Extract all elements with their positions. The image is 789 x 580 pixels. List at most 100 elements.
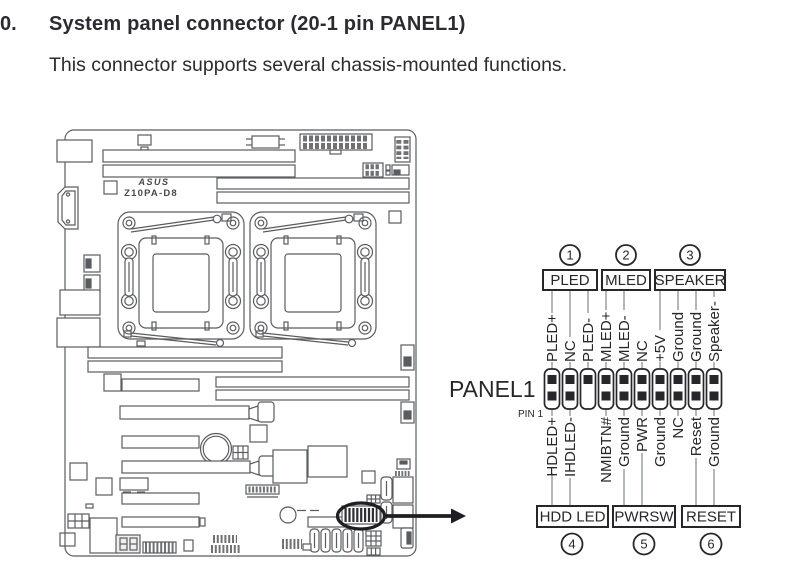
lead-lines (551, 290, 715, 506)
group-label: PLED (550, 272, 589, 289)
pin-label: PLED+ (544, 314, 561, 362)
group-number: 1 (566, 248, 573, 263)
arrow-icon (386, 508, 466, 524)
pcie-slot (215, 376, 410, 388)
io-block (56, 317, 101, 348)
pin-label: PWR (634, 417, 651, 452)
panel1-pinout-diagram: 1 2 3 PLED MLED SPEAKER PLED+ NC PLED- M… (449, 244, 741, 556)
sata-ports (309, 528, 364, 553)
group-number: 2 (622, 248, 629, 263)
mounting-hole (103, 180, 118, 195)
group-circle-6 (699, 532, 723, 556)
pcie-slot (121, 492, 200, 505)
jumper-block (232, 445, 249, 460)
dimm-slot (102, 149, 296, 163)
seven-segment-display (115, 534, 141, 554)
motherboard-diagram: ASUS Z10PA-D8 (56, 129, 417, 557)
mounting-hole (388, 210, 402, 224)
pin-label: +5V (652, 335, 669, 362)
jumper-block (365, 530, 382, 547)
page-description: This connector supports several chassis-… (49, 54, 568, 76)
pin-label: NMIBTN# (598, 416, 615, 482)
group-circle-3 (679, 244, 701, 266)
atx-power-connector (299, 133, 373, 155)
pcie-slot (121, 516, 200, 528)
group-box-hddled (536, 505, 609, 528)
connector-pins (547, 375, 719, 401)
group-label: PWRSW (614, 509, 674, 526)
group-label: SPEAKER (655, 272, 726, 289)
fan-header (83, 274, 101, 293)
io-block (392, 476, 414, 504)
group-circle-1 (559, 244, 581, 266)
cpu-socket (117, 211, 245, 348)
mounting-hole (95, 477, 113, 496)
board-component (183, 539, 194, 552)
group-box-mled (601, 269, 651, 291)
pin-label: NC (634, 340, 651, 362)
pcie-slot-with-latch (119, 401, 275, 423)
pcie-slot (87, 360, 283, 373)
pin1-label: PIN 1 (518, 409, 543, 420)
pin-label: Speaker- (706, 301, 723, 362)
board-component (302, 543, 312, 551)
header-connector (245, 484, 280, 498)
top-pin-labels: PLED+ NC PLED- MLED+ MLED- NC +5V Ground… (544, 301, 723, 362)
edge-connector (400, 527, 414, 549)
io-block (89, 517, 118, 554)
pcie-slot (121, 435, 200, 449)
chip (272, 449, 308, 484)
battery (199, 432, 233, 467)
pcie-slot (87, 346, 283, 359)
group-number: 3 (686, 248, 693, 263)
group-box-pwrsw (612, 505, 676, 528)
dimm-slot (216, 191, 410, 204)
eps-power-connector (394, 136, 411, 163)
pin-label: NC (562, 340, 579, 362)
pin-label: MLED- (616, 315, 633, 362)
group-label: RESET (686, 509, 736, 526)
group-circle-4 (560, 532, 584, 556)
pin-label: Ground (706, 417, 723, 467)
pcie-slot (121, 378, 200, 392)
highlight-ellipse (335, 501, 387, 531)
pin-header (142, 541, 177, 554)
group-box-reset (681, 505, 741, 528)
group-box-pled (542, 269, 598, 291)
group-number: 5 (640, 537, 647, 552)
section-number: 0. (0, 13, 17, 35)
group-circle-5 (632, 532, 656, 556)
pcie-slot-with-latch (121, 455, 276, 477)
group-circle-2 (615, 244, 637, 266)
group-number: 6 (707, 537, 714, 552)
group-label: HDD LED (540, 509, 606, 526)
board-component (251, 135, 280, 149)
board-component (85, 503, 94, 509)
io-block (59, 289, 101, 316)
pin-label: HDLED+ (544, 417, 561, 477)
group-label: MLED (605, 272, 647, 289)
board-component (119, 477, 149, 493)
pin-label: PLED- (580, 318, 597, 362)
chip (307, 445, 348, 478)
jumper-block (366, 547, 381, 556)
page-title: System panel connector (20-1 pin PANEL1) (49, 13, 466, 35)
io-block (56, 139, 93, 163)
pin-label: Ground (652, 417, 669, 467)
board-model-label: Z10PA-D8 (124, 188, 178, 199)
board-component (136, 340, 146, 347)
board-brand-label: ASUS (137, 177, 169, 187)
pin-label: Ground (688, 312, 705, 362)
chip (361, 470, 376, 484)
jumper-block (67, 513, 90, 529)
pin-label: NC (670, 417, 687, 439)
dimm-slot (216, 177, 410, 190)
pin-label: Ground (616, 417, 633, 467)
jumper-block (366, 494, 381, 504)
vga-port (57, 186, 79, 230)
edge-connector (400, 344, 415, 371)
board-component (137, 134, 152, 146)
pin-label: MLED+ (598, 311, 615, 362)
pin-label: Ground (670, 312, 687, 362)
